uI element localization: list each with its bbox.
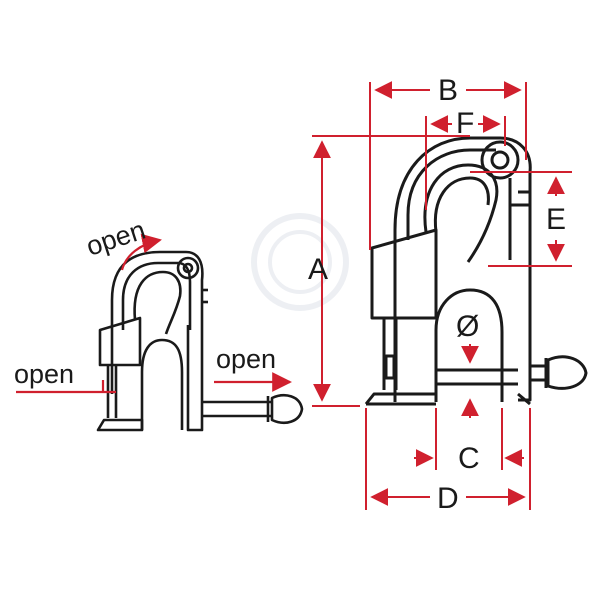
dim-label-f: F <box>456 107 474 140</box>
open-label-right: open <box>216 344 276 374</box>
logo-watermark-icon <box>251 213 349 311</box>
open-label-left: open <box>14 359 74 389</box>
dim-label-a: A <box>308 253 328 286</box>
open-arrows <box>16 233 292 394</box>
dim-label-d: D <box>437 482 459 515</box>
dimension-lines <box>312 81 572 510</box>
dim-label-c: C <box>458 442 480 475</box>
large-shackle <box>364 136 588 406</box>
labels: A B F E Ø C D open open open <box>14 74 566 515</box>
open-top-arrow <box>120 233 162 271</box>
small-shackle <box>96 250 304 432</box>
dim-label-diameter: Ø <box>456 310 479 343</box>
dim-label-e: E <box>546 203 566 236</box>
dim-label-b: B <box>438 74 458 107</box>
